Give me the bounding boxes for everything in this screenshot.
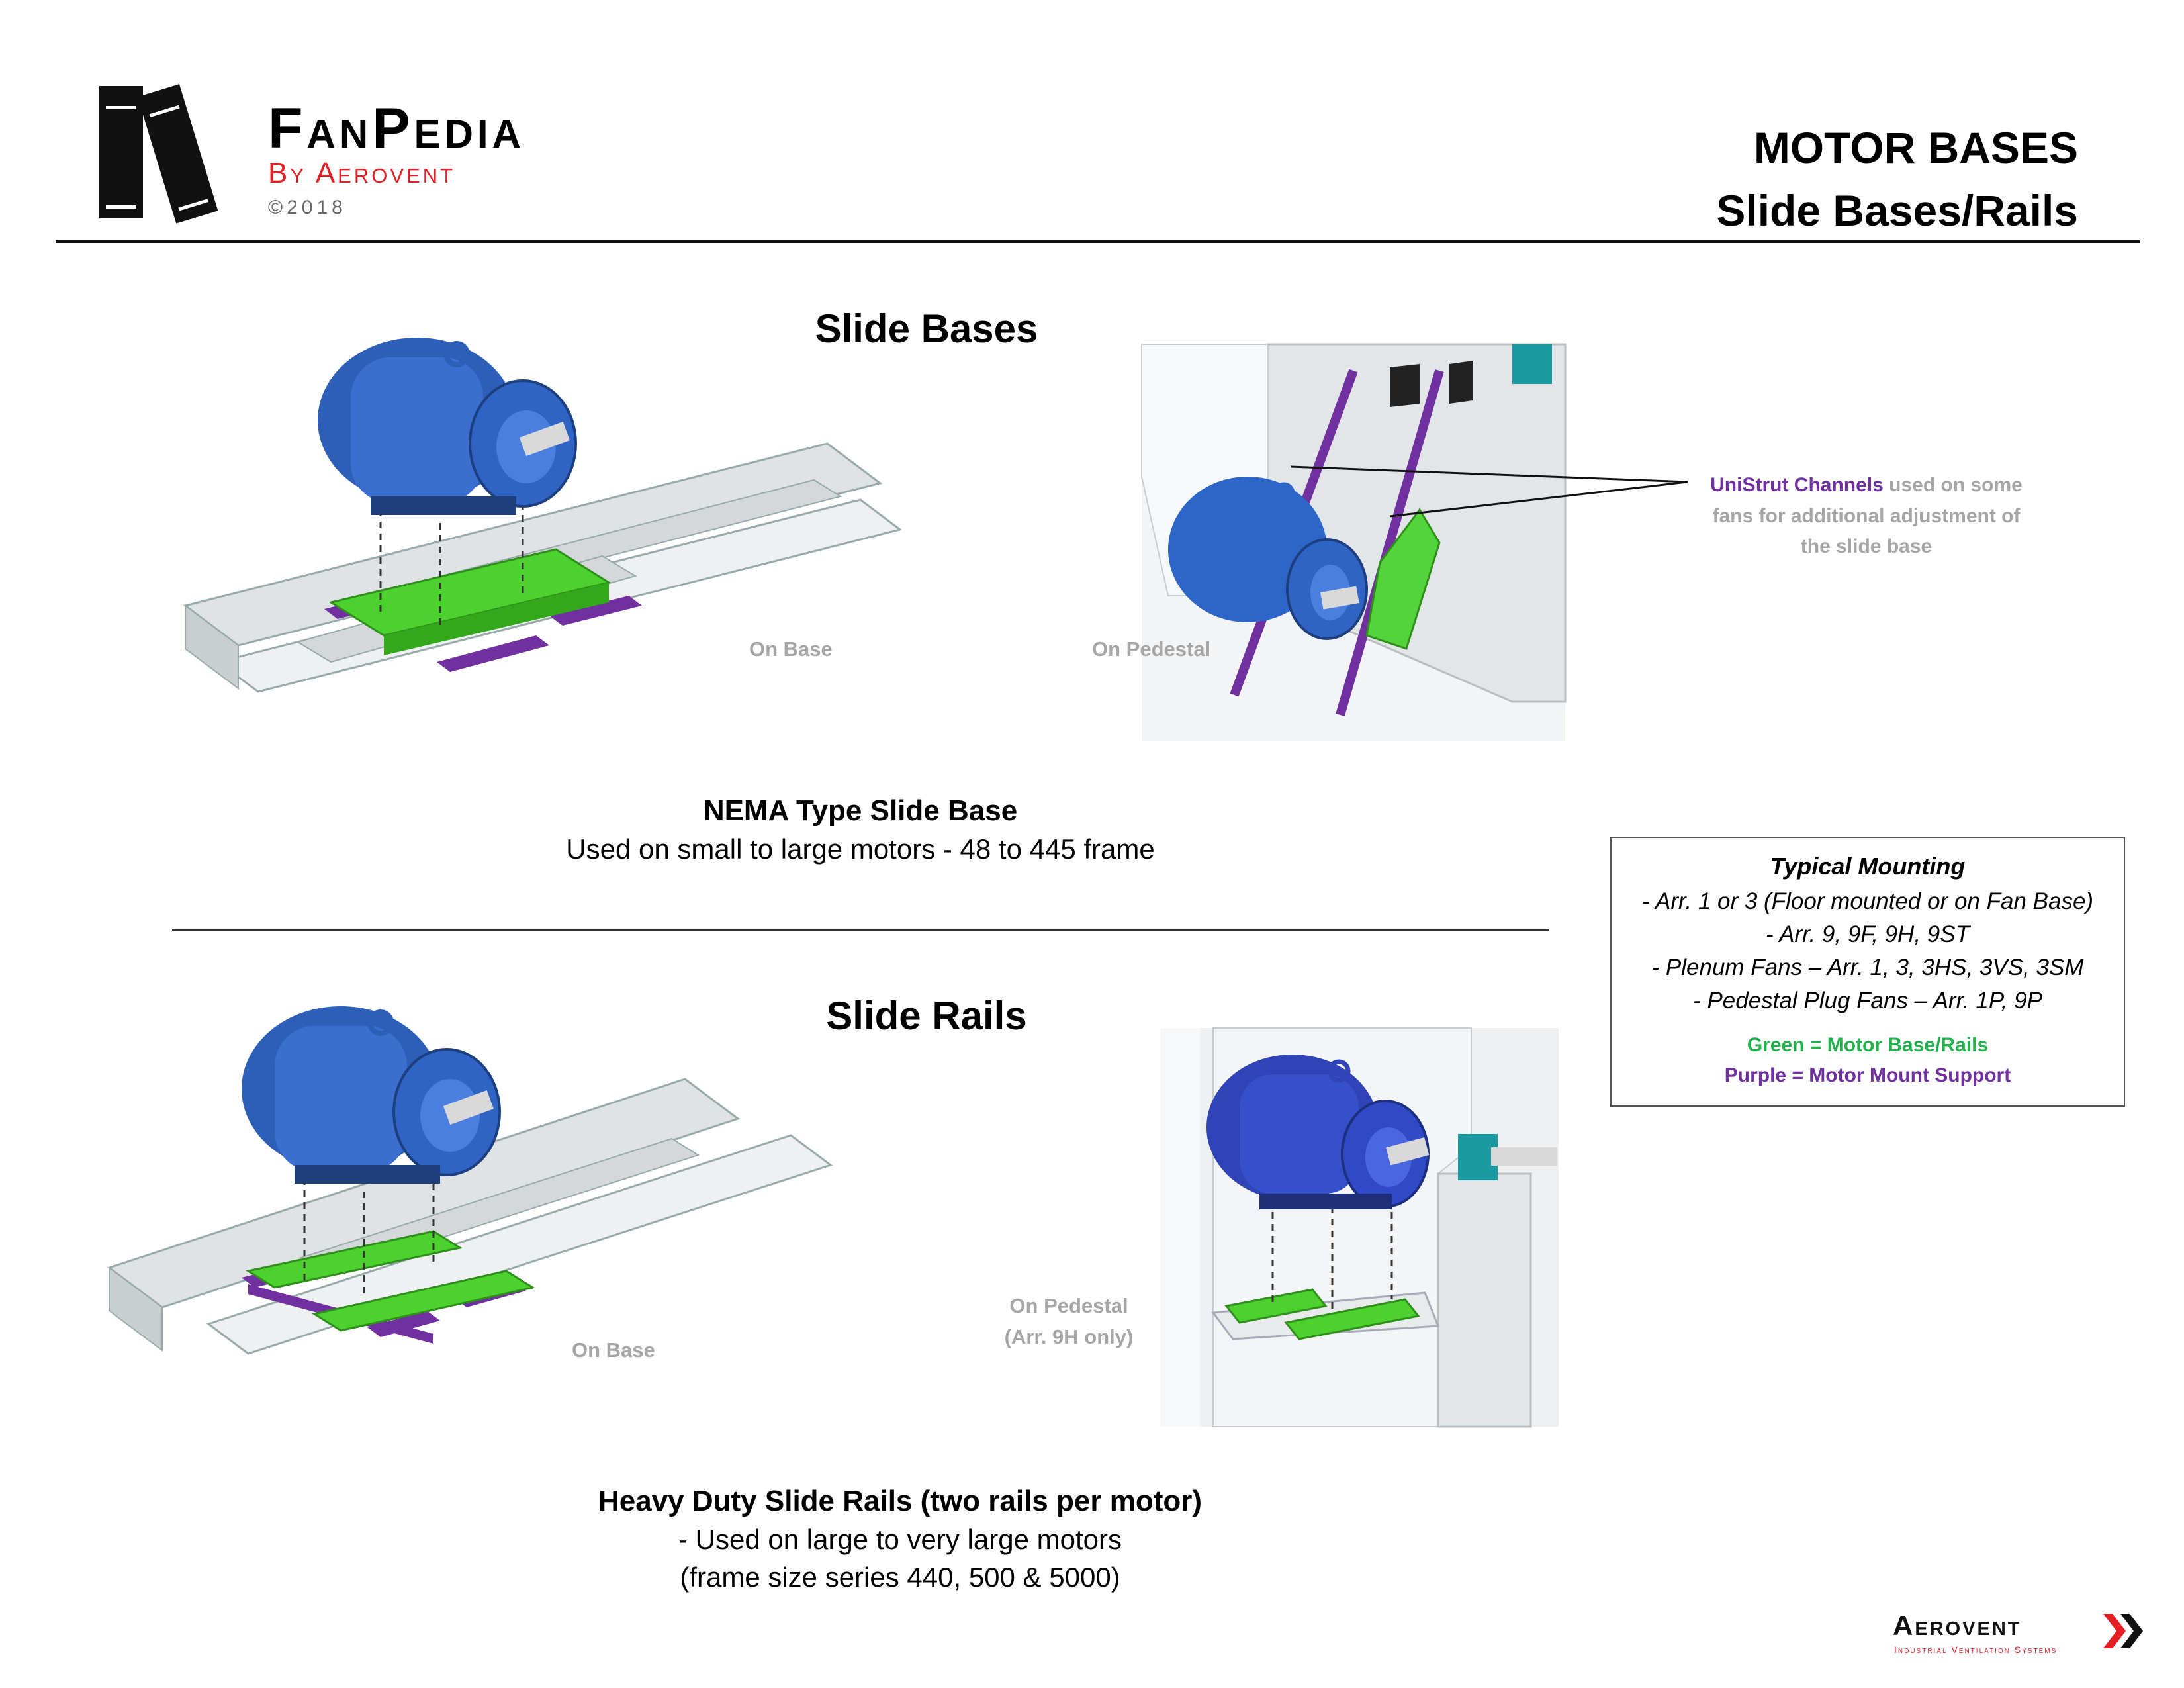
- nema-slide-base-desc: Used on small to large motors - 48 to 44…: [566, 833, 1155, 865]
- callout-text-1: used on some: [1883, 474, 2023, 496]
- books-icon: [99, 84, 218, 224]
- slide-rails-on-base-illustration: [107, 1006, 833, 1355]
- label-on-pedestal: On Pedestal: [1092, 637, 1211, 661]
- aerovent-brand: Aerovent: [1893, 1610, 2022, 1641]
- logo-title: FanPedia: [268, 97, 525, 160]
- slide-rails-heading: Slide Rails: [826, 994, 1027, 1038]
- label-on-base: On Base: [749, 637, 833, 661]
- copyright: ©2018: [268, 197, 347, 218]
- typical-mounting-box: Typical Mounting - Arr. 1 or 3 (Floor mo…: [1610, 837, 2125, 1107]
- chevron-right-icon: [2103, 1614, 2143, 1648]
- slide-bases-heading: Slide Bases: [815, 306, 1038, 351]
- aerovent-logo: Aerovent Industrial Ventilation Systems: [1893, 1610, 2144, 1663]
- label-rails-on-pedestal-2: (Arr. 9H only): [1004, 1325, 1134, 1348]
- label-rails-on-base: On Base: [572, 1338, 655, 1362]
- heavy-duty-rails-desc-2: (frame size series 440, 500 & 5000): [680, 1562, 1120, 1593]
- callout-text-2: fans for additional adjustment of: [1712, 504, 2021, 527]
- heavy-duty-rails-title: Heavy Duty Slide Rails (two rails per mo…: [598, 1485, 1202, 1517]
- slide-base-on-base-illustration: [183, 338, 903, 693]
- motor-icon: [242, 1006, 501, 1184]
- mounting-line-3: - Plenum Fans – Arr. 1, 3, 3HS, 3VS, 3SM: [1651, 955, 2084, 980]
- logo-subtitle: By Aerovent: [268, 157, 456, 189]
- slide-base-on-pedestal-illustration: [1141, 343, 1567, 741]
- header-divider: [56, 240, 2140, 243]
- heavy-duty-rails-desc-1: - Used on large to very large motors: [678, 1524, 1122, 1555]
- section-divider: [172, 929, 1549, 931]
- aerovent-tagline: Industrial Ventilation Systems: [1894, 1644, 2058, 1655]
- callout-text-3: the slide base: [1800, 536, 1933, 557]
- callout-lines: [1290, 465, 1688, 518]
- fanpedia-logo: FanPedia By Aerovent ©2018: [93, 76, 688, 228]
- mounting-line-1: - Arr. 1 or 3 (Floor mounted or on Fan B…: [1641, 888, 2094, 914]
- mounting-line-2: - Arr. 9, 9F, 9H, 9ST: [1766, 921, 1970, 947]
- legend-purple: Purple = Motor Mount Support: [1724, 1064, 2011, 1086]
- motor-icon: [1168, 477, 1368, 640]
- label-rails-on-pedestal-1: On Pedestal: [1009, 1294, 1128, 1317]
- mounting-line-4: - Pedestal Plug Fans – Arr. 1P, 9P: [1693, 988, 2042, 1013]
- slide-rails-on-pedestal-illustration: [1160, 1027, 1559, 1428]
- page-subtitle: Slide Bases/Rails: [1716, 186, 2078, 235]
- motor-icon: [1206, 1055, 1430, 1209]
- motor-icon: [318, 338, 577, 515]
- label-rails-on-pedestal: On Pedestal (Arr. 9H only): [993, 1291, 1145, 1352]
- mounting-title: Typical Mounting: [1770, 853, 1966, 880]
- unistrut-callout: UniStrut Channels used on some fans for …: [1694, 470, 2038, 563]
- legend-green: Green = Motor Base/Rails: [1747, 1034, 1989, 1056]
- nema-slide-base-title: NEMA Type Slide Base: [703, 794, 1018, 827]
- page-title: MOTOR BASES: [1753, 123, 2078, 172]
- unistrut-highlight: UniStrut Channels: [1710, 474, 1884, 496]
